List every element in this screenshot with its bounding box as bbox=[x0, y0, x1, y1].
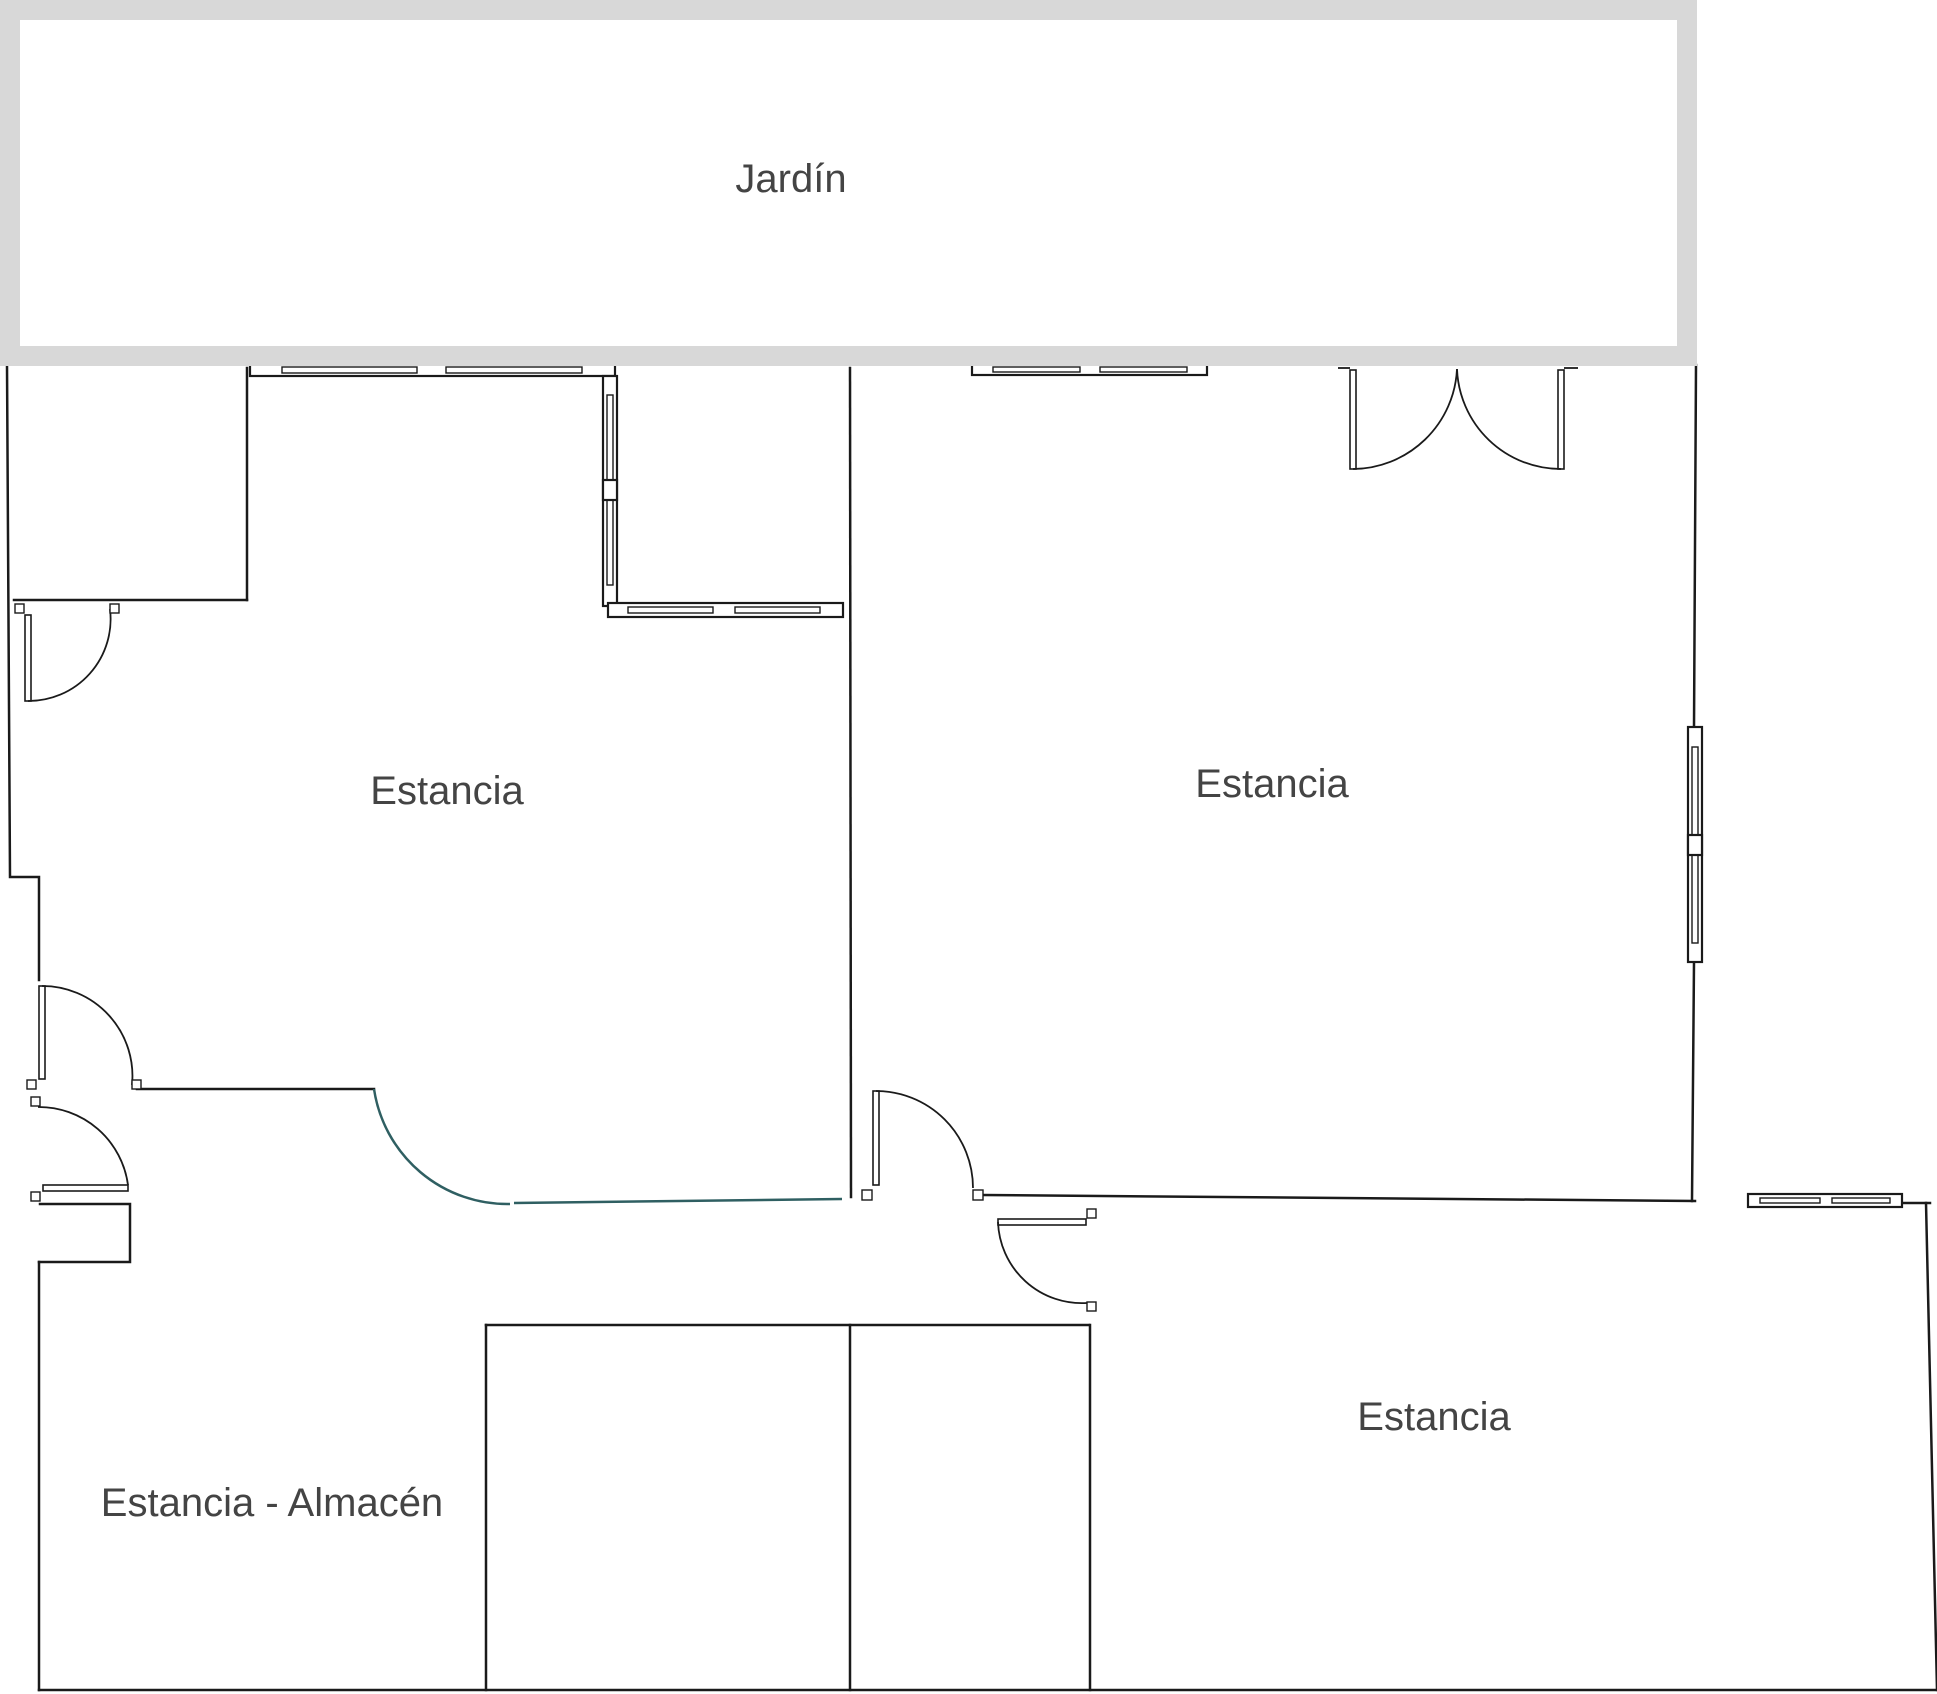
door-hinge bbox=[14, 603, 25, 614]
room-label-top-left: Estancia bbox=[370, 769, 524, 813]
garden-border bbox=[0, 0, 1697, 366]
window-right bbox=[1686, 725, 1704, 964]
garden-area bbox=[0, 0, 1697, 366]
wall-mid-right bbox=[981, 1193, 1697, 1203]
accent-door bbox=[372, 1088, 843, 1206]
door-left-lower bbox=[30, 1096, 129, 1202]
door-hinge bbox=[131, 1079, 142, 1090]
room-label-bottom-right: Estancia bbox=[1357, 1395, 1511, 1439]
door-bottom-right bbox=[997, 1208, 1097, 1312]
door-left-upper bbox=[26, 985, 142, 1090]
garden-label: Jardín bbox=[735, 157, 846, 201]
door-hinge bbox=[30, 1191, 41, 1202]
door-hinge bbox=[1086, 1208, 1097, 1219]
wall-right-upper bbox=[1692, 363, 1698, 729]
room-labels: Jardín Estancia Estancia Estancia Estanc… bbox=[101, 157, 1512, 1525]
door-hinge bbox=[109, 603, 120, 614]
wall-right-mid bbox=[1690, 960, 1696, 1203]
doors bbox=[14, 367, 1578, 1312]
room-label-bottom-left: Estancia - Almacén bbox=[101, 1481, 443, 1525]
window-vertical-left bbox=[601, 374, 619, 608]
door-hinge bbox=[1086, 1301, 1097, 1312]
door-hinge bbox=[861, 1189, 873, 1201]
door-closet bbox=[14, 603, 120, 702]
door-double bbox=[1338, 367, 1578, 470]
wall-stub-a bbox=[37, 1202, 132, 1264]
door-hinge bbox=[30, 1096, 41, 1107]
window-bottom-right bbox=[1746, 1192, 1904, 1209]
room-label-top-right: Estancia bbox=[1195, 762, 1349, 806]
accent-door-arc bbox=[372, 1088, 511, 1206]
door-hinge bbox=[26, 1079, 37, 1090]
walls bbox=[5, 363, 1937, 1692]
wall-far-right bbox=[1924, 1201, 1937, 1692]
door-hinge bbox=[972, 1189, 984, 1201]
door-center bbox=[861, 1090, 984, 1201]
window-horizontal-left bbox=[606, 601, 845, 619]
accent-wall-line bbox=[513, 1197, 843, 1205]
wall-center-divider bbox=[848, 366, 853, 1199]
wall-left-upper bbox=[5, 363, 41, 982]
